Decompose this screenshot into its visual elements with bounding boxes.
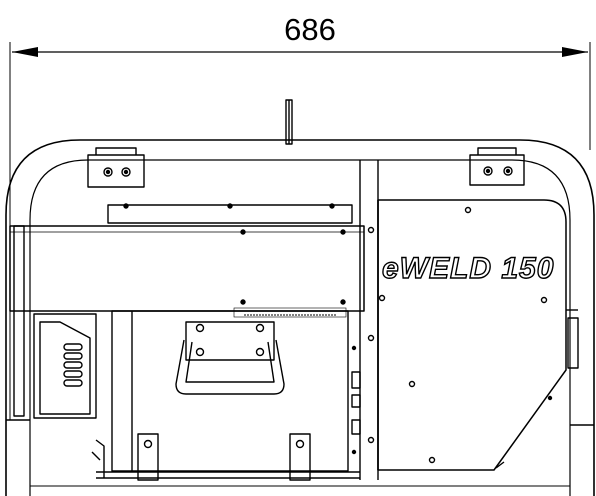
dimension-width-label: 686 (284, 12, 336, 47)
lifting-rod (285, 99, 293, 145)
dimension-line (9, 42, 591, 420)
rating-plate (233, 307, 347, 318)
control-panel (377, 199, 579, 471)
arrow-right-icon (562, 47, 588, 57)
bracket-right (469, 147, 525, 186)
engine-section (9, 160, 379, 481)
brand-logo: eWELD 150 (382, 252, 554, 285)
bracket-left (87, 147, 145, 188)
outer-frame (5, 139, 595, 496)
arrow-left-icon (12, 47, 38, 57)
